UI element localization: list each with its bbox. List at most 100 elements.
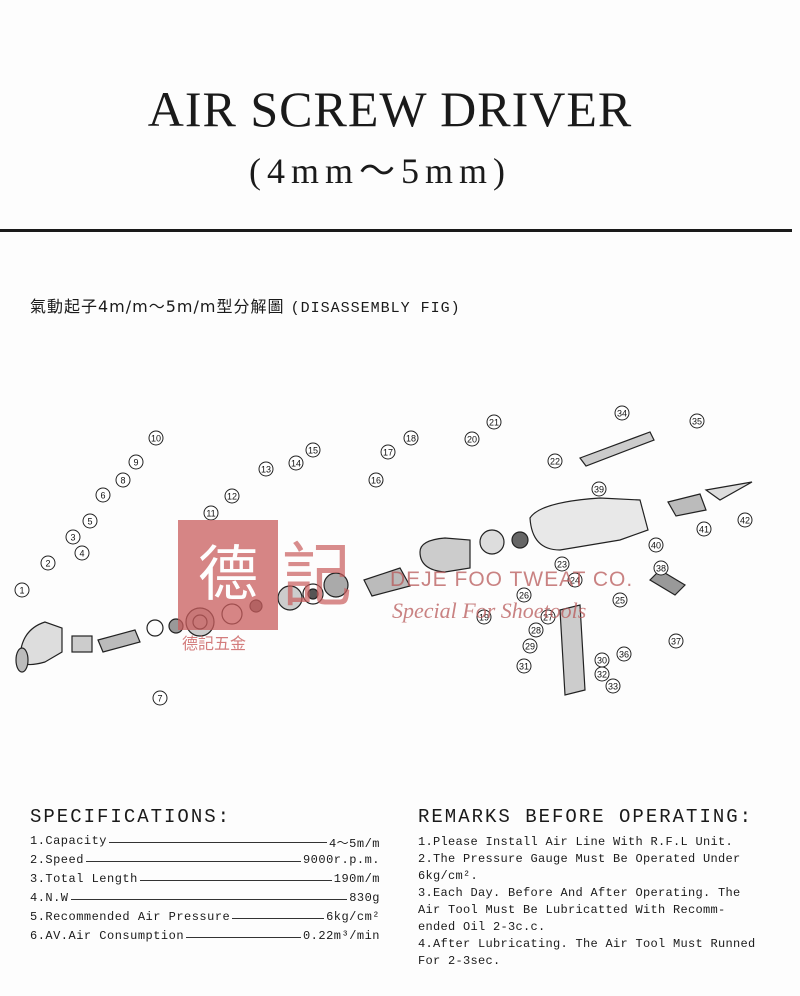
part-callout: 15 [305, 442, 321, 458]
part-number-label: 3 [70, 533, 75, 543]
remarks-list: 1.Please Install Air Line With R.F.L Uni… [418, 834, 788, 970]
part-callout-circle [14, 582, 30, 598]
part-callout: 12 [224, 488, 240, 504]
part-callout: 19 [476, 609, 492, 625]
spec-leader-line [30, 842, 380, 843]
spec-value: 190m/m [331, 872, 380, 886]
part-callout: 40 [648, 537, 664, 553]
part-number-label: 15 [308, 446, 318, 456]
part-number-label: 24 [570, 576, 580, 586]
part-number-label: 42 [740, 516, 750, 526]
disassembly-diagram: 1234567891011121314151617181920212223242… [14, 405, 753, 706]
part-callout-circle [368, 472, 384, 488]
part-callout: 8 [115, 472, 131, 488]
specifications-heading: SPECIFICATIONS: [30, 806, 232, 828]
bit-part [704, 481, 753, 501]
part-callout-circle [380, 444, 396, 460]
part-callout: 42 [737, 512, 753, 528]
part-callout: 29 [522, 638, 538, 654]
part-callout-circle [148, 430, 164, 446]
spec-leader-line [30, 861, 380, 862]
company-name-watermark: DEJE FOO TWEAT CO. [390, 568, 634, 591]
part-callout-circle [591, 481, 607, 497]
part-number-label: 41 [699, 525, 709, 535]
part-callout-circle [305, 442, 321, 458]
part-callout-circle [554, 556, 570, 572]
part-callout: 16 [368, 472, 384, 488]
part-callout-circle [288, 455, 304, 471]
housing-part [529, 497, 649, 551]
trigger-lever-part [579, 431, 655, 467]
header-divider [0, 229, 792, 232]
part-callout-circle [516, 587, 532, 603]
part-number-label: 22 [550, 457, 560, 467]
part-callout-circle [65, 529, 81, 545]
spec-value: 9000r.p.m. [300, 853, 380, 867]
part-number-label: 39 [594, 485, 604, 495]
part-callout: 41 [696, 521, 712, 537]
spec-label: 4.N.W [30, 891, 71, 905]
remark-item: 2.The Pressure Gauge Must Be Operated Un… [418, 852, 741, 883]
part-callout-circle [74, 545, 90, 561]
part-callout: 7 [152, 690, 168, 706]
part-callout: 10 [148, 430, 164, 446]
part-callout-circle [464, 431, 480, 447]
part-callout: 39 [591, 481, 607, 497]
part-callout-circle [689, 413, 705, 429]
part-callout-circle [95, 487, 111, 503]
part-number-label: 7 [157, 694, 162, 704]
part-callout: 4 [74, 545, 90, 561]
valve-stem-part [97, 629, 141, 653]
valve-assembly-part [559, 604, 586, 696]
part-callout-circle [224, 488, 240, 504]
part-callout: 25 [612, 592, 628, 608]
part-callout: 1 [14, 582, 30, 598]
part-callout: 31 [516, 658, 532, 674]
bit-holder-part [667, 493, 707, 517]
part-callout-circle [528, 622, 544, 638]
spec-value: 0.22m³/min [300, 929, 380, 943]
remark-item: 1.Please Install Air Line With R.F.L Uni… [418, 835, 734, 849]
part-number-label: 29 [525, 642, 535, 652]
part-number-label: 32 [597, 670, 607, 680]
part-callout: 37 [668, 633, 684, 649]
spec-value: 4～5m/m [326, 834, 380, 851]
part-callout-circle [115, 472, 131, 488]
part-callout: 23 [554, 556, 570, 572]
part-number-label: 14 [291, 459, 301, 469]
part-callout-circle [540, 609, 556, 625]
company-logo-watermark-2: 記 [282, 535, 352, 617]
part-callout: 35 [689, 413, 705, 429]
spec-label: 5.Recommended Air Pressure [30, 910, 233, 924]
part-number-label: 10 [151, 434, 161, 444]
part-number-label: 12 [227, 492, 237, 502]
figure-caption-cn: 氣動起子4m/m～5m/m型分解圖 [30, 297, 285, 316]
part-callout-circle [648, 537, 664, 553]
part-callout-circle [737, 512, 753, 528]
part-number-label: 30 [597, 656, 607, 666]
spec-leader-line [30, 937, 380, 938]
part-number-label: 31 [519, 662, 529, 672]
part-number-label: 26 [519, 591, 529, 601]
part-callout-circle [82, 513, 98, 529]
part-callout-circle [567, 572, 583, 588]
part-number-label: 19 [479, 613, 489, 623]
part-callout: 34 [614, 405, 630, 421]
part-callout: 32 [594, 666, 610, 682]
spec-leader-line [30, 880, 380, 881]
part-number-label: 1 [19, 586, 24, 596]
spec-label: 2.Speed [30, 853, 86, 867]
clutch-screw-part [649, 569, 686, 596]
rear-cap-end [15, 647, 29, 673]
part-callout-circle [40, 555, 56, 571]
part-callout: 13 [258, 461, 274, 477]
part-number-label: 28 [531, 626, 541, 636]
remark-item: 4.After Lubricating. The Air Tool Must R… [418, 937, 756, 968]
part-callout-circle [696, 521, 712, 537]
part-callout-circle [653, 560, 669, 576]
